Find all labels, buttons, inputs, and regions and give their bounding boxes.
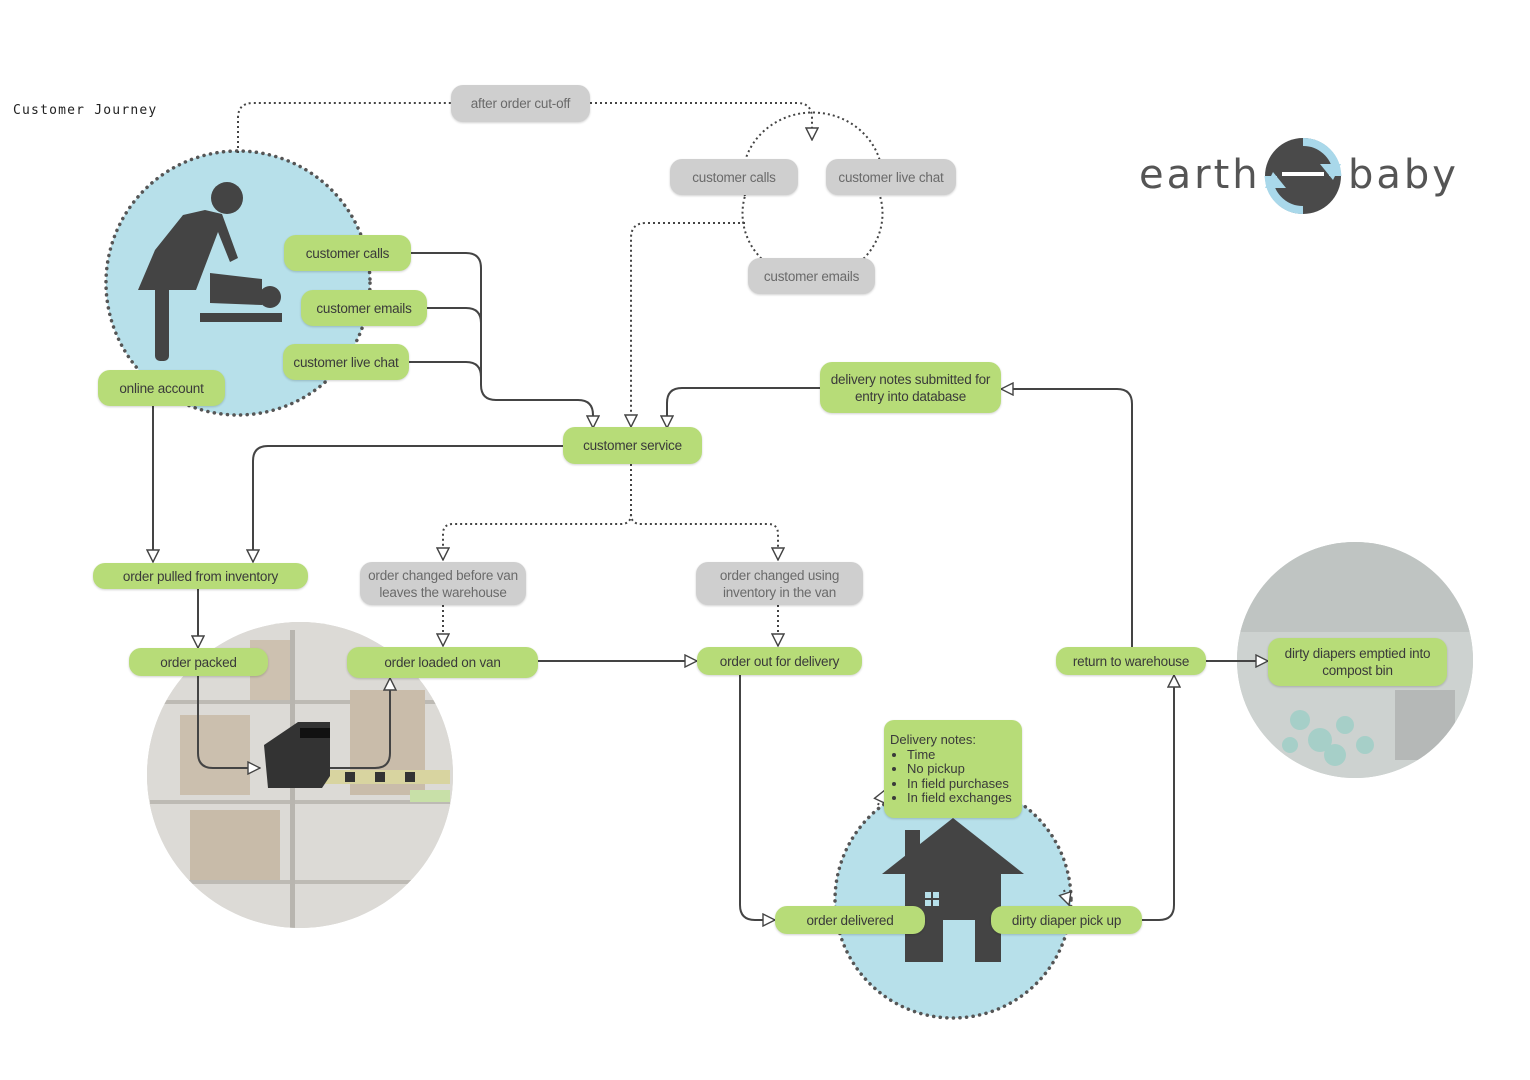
dirty-diapers-emptied-node[interactable]: dirty diapers emptied into compost bin (1268, 638, 1447, 686)
chat-to-service-arrow (408, 361, 482, 378)
service-to-van-changes-connector (630, 513, 778, 560)
pickup-to-return-arrow (1142, 675, 1174, 921)
order-changed-using-van-inventory-node[interactable]: order changed using inventory in the van (696, 562, 863, 605)
recycle-arrows-icon (1264, 137, 1342, 215)
order-out-for-delivery-node[interactable]: order out for delivery (697, 647, 862, 675)
delivery-notes-list: Time No pickup In field purchases In fie… (890, 747, 1016, 806)
delivery-note-item: In field exchanges (907, 790, 1016, 806)
after-order-cutoff-node[interactable]: after order cut-off (451, 85, 590, 122)
service-to-pulled-arrow (253, 445, 563, 562)
logo-text-earth: earth (1139, 152, 1261, 198)
service-to-changes-connector (443, 464, 632, 560)
calls-to-service-arrow (410, 252, 593, 428)
delivery-notes-submitted-node[interactable]: delivery notes submitted for entry into … (820, 362, 1001, 413)
order-delivered-node[interactable]: order delivered (775, 906, 925, 934)
dirty-diaper-pick-up-node[interactable]: dirty diaper pick up (991, 906, 1142, 934)
logo-text-baby: baby (1348, 152, 1459, 198)
order-packed-node[interactable]: order packed (129, 648, 268, 676)
delivery-notes-title: Delivery notes: (890, 732, 976, 747)
customer-live-chat-node[interactable]: customer live chat (283, 344, 409, 380)
gray-customer-emails-node[interactable]: customer emails (748, 258, 875, 294)
parent-changing-baby-icon (138, 182, 282, 361)
order-changed-before-van-node[interactable]: order changed before van leaves the ware… (360, 562, 526, 605)
box-to-loaded-arrow (330, 678, 390, 769)
delivery-note-item: Time (907, 747, 1016, 763)
storage-box-icon (264, 722, 330, 788)
notes-submitted-to-service-arrow (667, 387, 822, 428)
cutoff-right-connector (590, 102, 812, 140)
warehouse-photo (147, 622, 453, 928)
order-pulled-from-inventory-node[interactable]: order pulled from inventory (93, 563, 308, 589)
gray-customer-calls-node[interactable]: customer calls (670, 159, 798, 195)
out-to-delivered-arrow (739, 675, 775, 920)
delivery-note-item: In field purchases (907, 776, 1016, 792)
order-loaded-on-van-node[interactable]: order loaded on van (347, 647, 538, 678)
emails-to-service-arrow (426, 307, 482, 324)
gray-customer-live-chat-node[interactable]: customer live chat (826, 159, 956, 195)
online-account-node[interactable]: online account (98, 370, 225, 406)
customer-service-node[interactable]: customer service (563, 427, 702, 464)
packed-to-box-arrow (197, 676, 260, 768)
customer-emails-node[interactable]: customer emails (301, 290, 427, 326)
page-title: Customer Journey (13, 103, 158, 118)
support-to-service-connector (631, 222, 745, 427)
delivery-notes-box[interactable]: Delivery notes: Time No pickup In field … (884, 720, 1022, 818)
customer-calls-node[interactable]: customer calls (284, 235, 411, 271)
return-to-notes-arrow (1001, 389, 1133, 647)
house-icon (882, 818, 1024, 962)
delivery-note-item: No pickup (907, 761, 1016, 777)
return-to-warehouse-node[interactable]: return to warehouse (1056, 647, 1206, 675)
cutoff-left-connector (237, 102, 453, 153)
